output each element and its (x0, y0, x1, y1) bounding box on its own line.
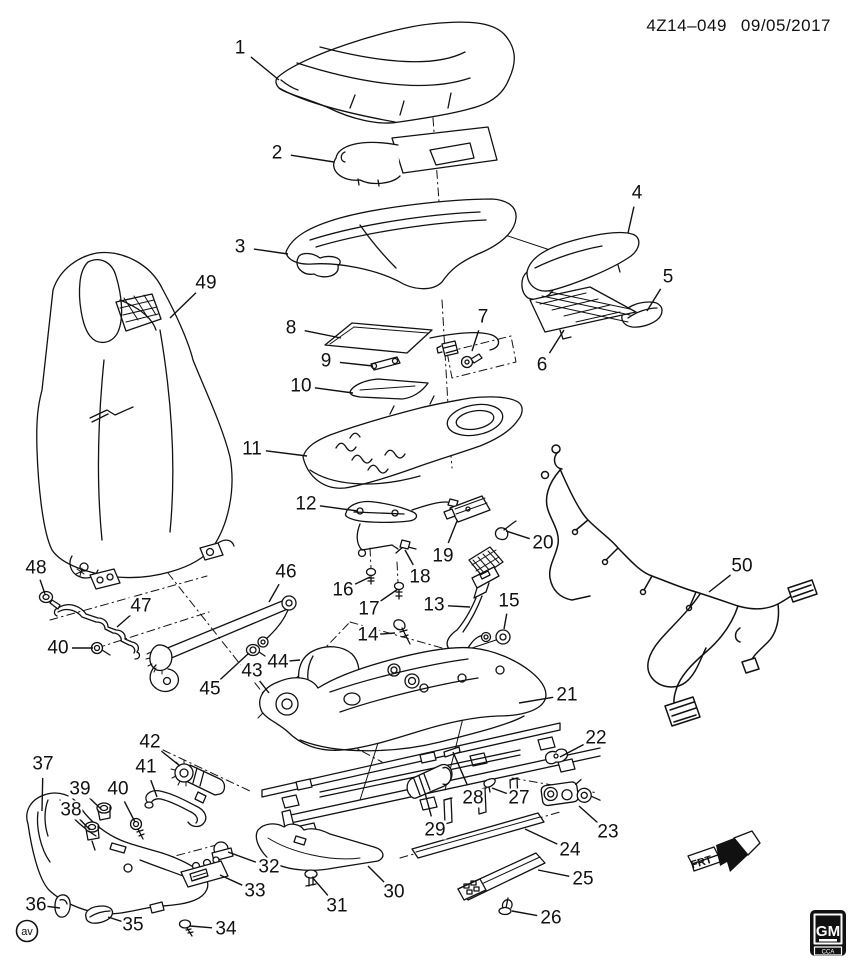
part-2-cushion-frame (333, 126, 498, 187)
part-11-seat-pan (302, 395, 523, 489)
part-46-torsion-tube (145, 595, 297, 693)
gm-logo-subtext: CCA (822, 950, 835, 956)
gm-logo (810, 910, 846, 956)
part-8-heater-pad (324, 322, 500, 354)
part-19-module (443, 495, 491, 523)
part-50-wiring-harness (540, 444, 818, 727)
part-41-handle-wire (144, 790, 207, 828)
part-49-seat-back (36, 251, 235, 590)
part-47-wire-rod (53, 604, 141, 660)
part-34-screw (178, 919, 194, 937)
part-36-cap (54, 894, 71, 918)
view-code-marker (15, 919, 39, 943)
part-16-screw (365, 567, 377, 585)
part-7-clip-screw (436, 340, 483, 369)
document-date: 09/05/2017 (740, 16, 831, 35)
part-26-screw (498, 897, 513, 916)
part-35-cap (85, 905, 114, 924)
part-38-knob (84, 821, 100, 851)
part-3-cushion-pad (285, 198, 517, 290)
part-28-pin (443, 746, 461, 758)
document-number: 4Z14–049 (646, 16, 727, 35)
part-39-knob (96, 802, 112, 821)
part-40-screw-bottom (129, 817, 145, 840)
part-33-switch (180, 856, 229, 888)
part-29-motor-cylinder (406, 763, 453, 799)
part-45-nut (245, 643, 266, 657)
frt-direction-arrow (687, 830, 761, 872)
part-25-bracket (457, 852, 546, 901)
part-48-screw (38, 590, 61, 610)
link-line-13-15 (471, 639, 497, 649)
part-17-screw (393, 581, 405, 600)
drawing-header: 4Z14–049 09/05/2017 (646, 16, 831, 36)
part-4-bolster-pad (521, 231, 640, 300)
part-14-screw (393, 619, 411, 645)
part-42-motor (170, 759, 226, 804)
part-21-seat-frame (259, 646, 601, 837)
part-15-washer (495, 629, 511, 645)
part-18-bracket (395, 539, 417, 554)
part-27-cap (483, 778, 496, 793)
part-5-cover-cap (621, 301, 663, 328)
view-code-text: av (21, 926, 33, 938)
gm-logo-text: GM (816, 923, 840, 940)
part-1-cushion-cover (275, 21, 515, 124)
part-40-screw-left (90, 641, 111, 656)
part-6-heater-element (529, 286, 637, 340)
part-23-motor (540, 778, 601, 807)
part-10-pad (349, 378, 429, 400)
